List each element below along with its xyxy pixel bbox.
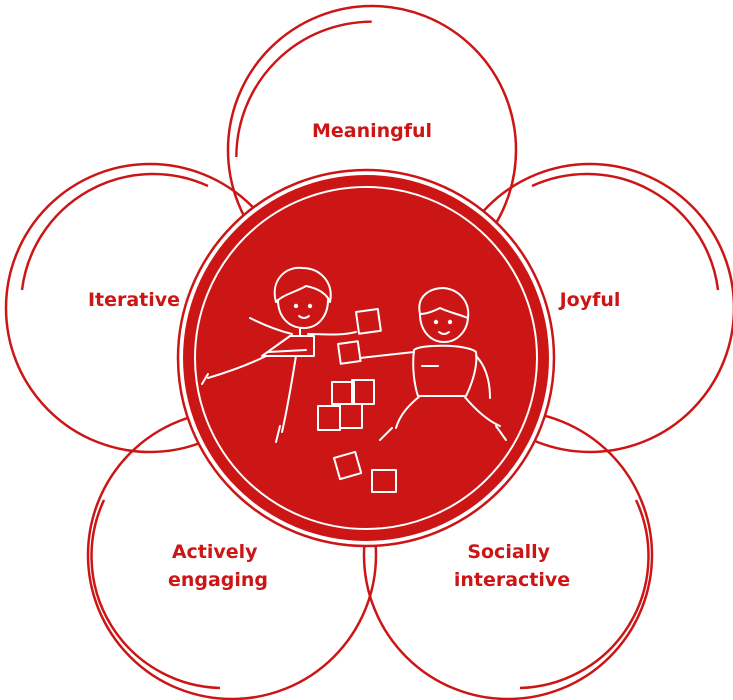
- petal-label-line: Socially: [467, 541, 550, 563]
- girl-body: [261, 335, 315, 357]
- petal-label-iterative: Iterative: [88, 289, 180, 311]
- girl-leg-front: [281, 355, 297, 433]
- girl-figure: [201, 266, 357, 443]
- boy-figure: [359, 287, 507, 441]
- petal-label-joyful: Joyful: [558, 289, 621, 311]
- petal-inner-arc: [90, 499, 221, 690]
- block-held: [337, 340, 362, 365]
- boy-leg-front: [395, 395, 421, 429]
- petal-label-line: interactive: [454, 569, 570, 591]
- petal-label-line: Joyful: [558, 289, 621, 311]
- boy-arm-reach: [359, 351, 415, 359]
- boy-foot-front: [379, 427, 393, 441]
- petal-label-line: Actively: [172, 541, 258, 563]
- girl-arm-right: [307, 331, 357, 336]
- girl-arm-left: [249, 317, 293, 335]
- block-held: [355, 307, 382, 335]
- petal-label-line: Iterative: [88, 289, 180, 311]
- girl-hair: [273, 266, 332, 303]
- girl-foot-back: [201, 373, 209, 385]
- petal-inner-arc: [531, 172, 720, 291]
- boy-torso: [412, 344, 478, 397]
- petal-actively-engaging: Actively engaging: [86, 409, 378, 700]
- block-falling: [333, 450, 363, 481]
- toy-blocks: [317, 307, 397, 493]
- boy-eye: [447, 319, 453, 325]
- petal-label-socially-interactive: Socially interactive: [454, 541, 570, 591]
- petal-inner-arc: [20, 172, 209, 291]
- petal-inner-arc: [235, 20, 372, 158]
- boy-eye: [433, 319, 439, 325]
- boy-foot-back: [495, 425, 507, 441]
- girl-foot-front: [275, 425, 281, 443]
- children-playing-illustration: [201, 266, 507, 493]
- block-falling: [371, 469, 397, 493]
- girl-eye: [293, 303, 299, 309]
- boy-arm-back: [475, 355, 491, 399]
- petal-label-meaningful: Meaningful: [312, 120, 432, 142]
- girl-body-detail: [267, 349, 307, 353]
- petal-label-actively-engaging: Actively engaging: [168, 541, 268, 591]
- petal-label-line: Meaningful: [312, 120, 432, 142]
- block-stack: [339, 403, 363, 429]
- boy-smile: [438, 331, 450, 335]
- petal-label-line: engaging: [168, 569, 268, 591]
- center-inner-ring: [194, 186, 538, 530]
- boy-face: [419, 313, 469, 343]
- girl-leg-back: [207, 355, 267, 379]
- boy-leg-back: [463, 395, 501, 427]
- girl-face: [277, 299, 329, 329]
- petal-inner-arc: [519, 499, 650, 690]
- girl-smile: [298, 315, 310, 319]
- girl-eye: [307, 303, 313, 309]
